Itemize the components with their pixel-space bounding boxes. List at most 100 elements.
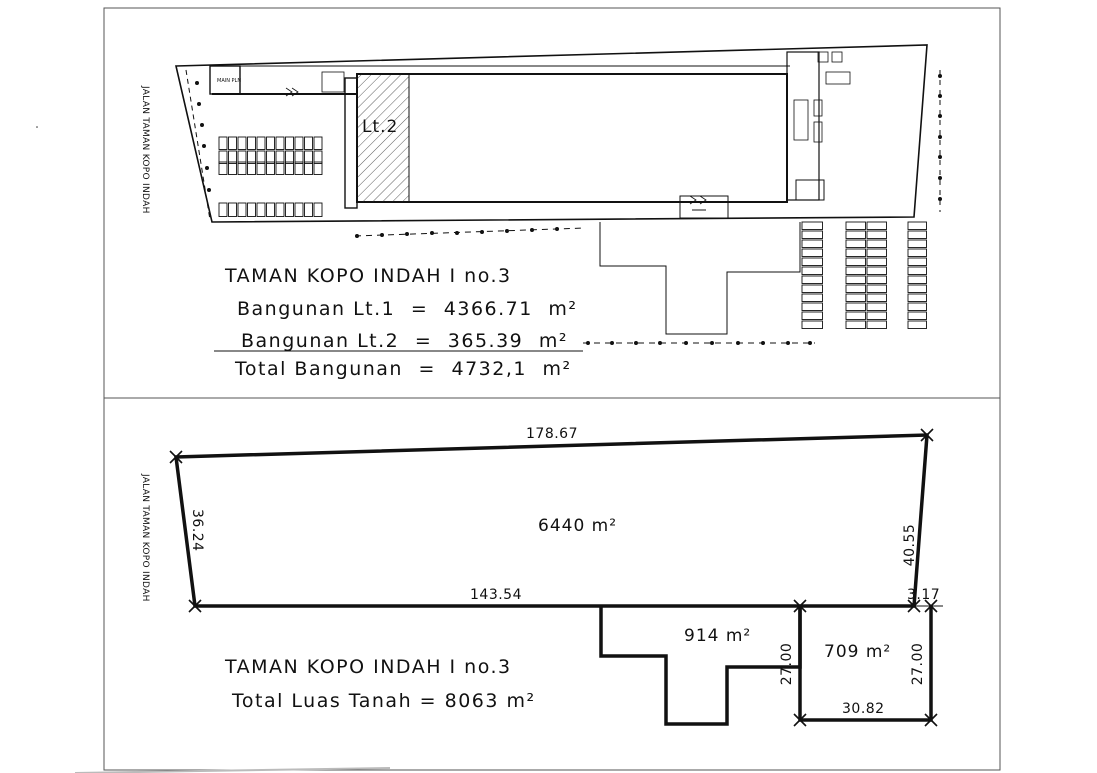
area-line-lt1: Bangunan Lt.1 = 4366.71 m² <box>237 298 578 320</box>
parking-stall <box>228 150 237 164</box>
parking-stall <box>801 311 823 320</box>
parking-stall <box>247 150 256 164</box>
parking-stall <box>228 136 237 150</box>
area-lt2-op: = <box>415 330 432 352</box>
driveway-outline <box>599 222 801 335</box>
parking-stall <box>313 202 323 217</box>
parking-stall <box>907 266 927 275</box>
parking-stall <box>218 150 228 164</box>
parking-stall <box>866 266 887 275</box>
parking-stall <box>801 221 823 230</box>
gate-house <box>209 65 241 95</box>
parking-stall <box>294 161 304 175</box>
area-south-east: 709 m² <box>824 642 891 662</box>
parking-stall <box>845 320 866 329</box>
floorplan-title: TAMAN KOPO INDAH I no.3 <box>224 265 512 287</box>
parking-stall <box>907 293 927 302</box>
parking-col-east-3 <box>907 221 927 329</box>
dim-small-right: 3.17 <box>907 587 940 603</box>
area-total-value: 4732,1 <box>451 358 526 380</box>
parking-stall <box>247 161 256 175</box>
floorplan: JALAN TAMAN KOPO INDAH Lt.2 MAIN P <box>140 44 942 345</box>
gate-tag: MAIN PLN <box>217 78 241 84</box>
area-lt1-label: Bangunan Lt.1 <box>237 298 395 320</box>
parking-stall <box>256 136 266 150</box>
fixture-3 <box>825 71 851 85</box>
parking-stall <box>304 136 313 150</box>
area-total-op: = <box>419 358 436 380</box>
area-lt1-value: 4366.71 <box>444 298 533 320</box>
area-total: Total Bangunan = 4732,1 m² <box>234 358 572 380</box>
parking-stall <box>866 284 887 293</box>
parking-stall <box>866 275 887 284</box>
parking-stall <box>218 202 228 217</box>
parking-stall <box>228 202 237 217</box>
area-lt1-op: = <box>411 298 428 320</box>
parking-stall <box>907 302 927 311</box>
parking-stall <box>801 302 823 311</box>
dim-left: 36.24 <box>189 509 205 552</box>
column-strip <box>344 77 358 209</box>
siteplan: JALAN TAMAN KOPO INDAH 178.67 36.24 40.5… <box>140 426 943 727</box>
parking-stall <box>866 239 887 248</box>
area-total-unit: m² <box>543 358 572 380</box>
parking-stall <box>907 257 927 266</box>
dim-east-depth-left: 27.00 <box>779 643 795 686</box>
area-lt1-unit: m² <box>548 298 577 320</box>
parking-stall <box>845 221 866 230</box>
dim-right: 40.55 <box>902 524 918 567</box>
parking-stall <box>866 311 887 320</box>
parking-stall <box>294 136 304 150</box>
parking-stall <box>801 275 823 284</box>
parking-stall <box>866 257 887 266</box>
dim-top: 178.67 <box>526 426 578 442</box>
corner-markers <box>169 428 938 727</box>
parking-stall <box>845 284 866 293</box>
parking-stall <box>801 266 823 275</box>
parking-stall <box>907 230 927 239</box>
parking-stall <box>304 150 313 164</box>
stray-dot <box>36 126 38 128</box>
parking-stall <box>845 239 866 248</box>
parking-stall <box>907 275 927 284</box>
area-south-middle: 914 m² <box>684 626 751 646</box>
parking-areas <box>218 136 927 329</box>
parking-stall <box>907 221 927 230</box>
parking-stall <box>247 202 256 217</box>
parking-row-west-middle <box>218 161 323 175</box>
parking-stall <box>866 230 887 239</box>
parking-stall <box>801 230 823 239</box>
parking-stall <box>294 150 304 164</box>
parking-stall <box>313 150 323 164</box>
parking-stall <box>801 320 823 329</box>
parking-col-east-1 <box>801 221 823 329</box>
south-east-parcel <box>798 606 933 722</box>
parking-stall <box>256 202 266 217</box>
parking-stall <box>266 150 275 164</box>
parking-stall <box>285 161 294 175</box>
parking-stall <box>237 161 247 175</box>
parking-stall <box>237 202 247 217</box>
parking-stall <box>218 136 228 150</box>
parking-stall <box>256 150 266 164</box>
parking-stall <box>907 320 927 329</box>
siteplan-frame <box>103 397 1001 771</box>
parking-stall <box>285 202 294 217</box>
parking-stall <box>801 293 823 302</box>
parking-row-west-lower <box>218 202 323 217</box>
parking-row-west-upper <box>218 136 323 164</box>
parking-stall <box>907 311 927 320</box>
parking-stall <box>801 257 823 266</box>
parking-stall <box>304 161 313 175</box>
south-fence <box>354 227 586 237</box>
warehouse-block <box>356 73 788 203</box>
east-room-inner <box>793 99 809 141</box>
dim-east-depth-right: 27.00 <box>910 643 926 686</box>
dim-east-width: 30.82 <box>842 701 885 717</box>
area-lt2-unit: m² <box>539 330 568 352</box>
stair-east <box>795 179 825 201</box>
parking-stall <box>256 161 266 175</box>
parking-stall <box>275 136 285 150</box>
parking-stall <box>907 248 927 257</box>
